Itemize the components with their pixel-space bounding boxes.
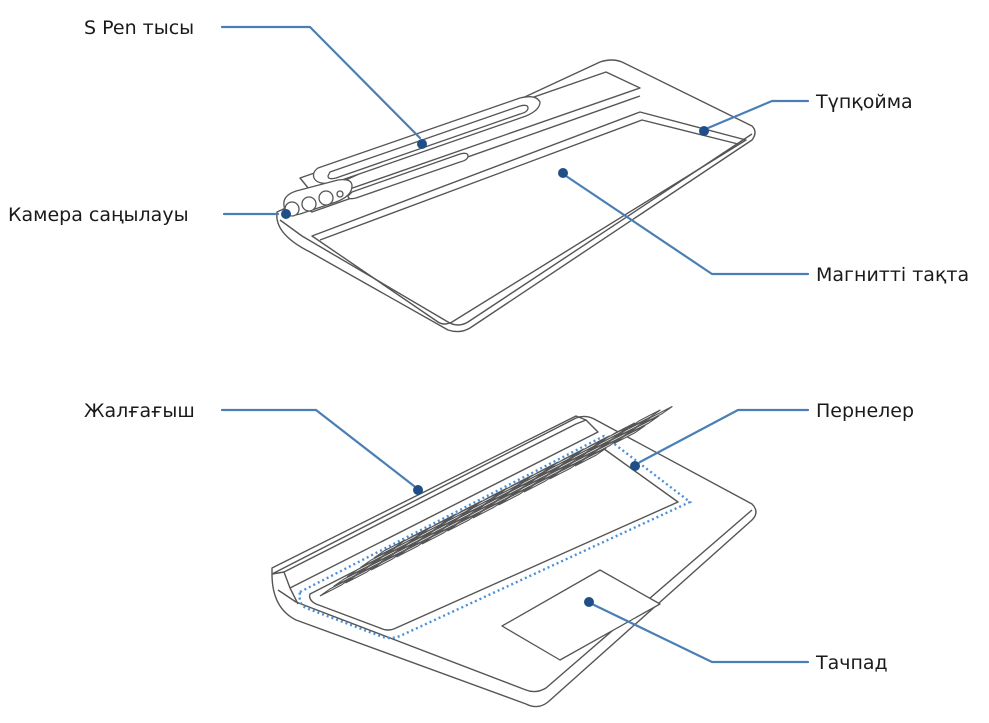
label-connector: Жалғағыш: [84, 400, 195, 422]
label-camera-opening: Камера саңылауы: [8, 204, 189, 226]
label-cover: Түпқойма: [815, 91, 913, 113]
label-touchpad: Тачпад: [815, 652, 888, 674]
keys-pointer-dot: [630, 461, 640, 471]
touchpad-pointer-dot: [584, 597, 594, 607]
connector-pointer-dot: [413, 485, 423, 495]
label-keys: Пернелер: [816, 400, 914, 422]
camera-pointer-dot: [281, 209, 291, 219]
keyboard-illustration: [272, 406, 756, 706]
s-pen-pointer-dot: [417, 139, 427, 149]
magnetic-pointer-dot: [558, 168, 568, 178]
leader-lines: [222, 27, 808, 662]
book-cover-illustration: [277, 60, 755, 332]
touchpad-shape: [502, 570, 660, 660]
keyboard-key: [641, 406, 672, 424]
keyboard-key: [334, 568, 365, 586]
label-s-pen-holder: S Pen тысы: [84, 17, 194, 39]
label-magnetic-panel: Магнитті тақта: [816, 264, 969, 286]
cover-pointer-dot: [699, 126, 709, 136]
key-grid: [320, 406, 672, 596]
